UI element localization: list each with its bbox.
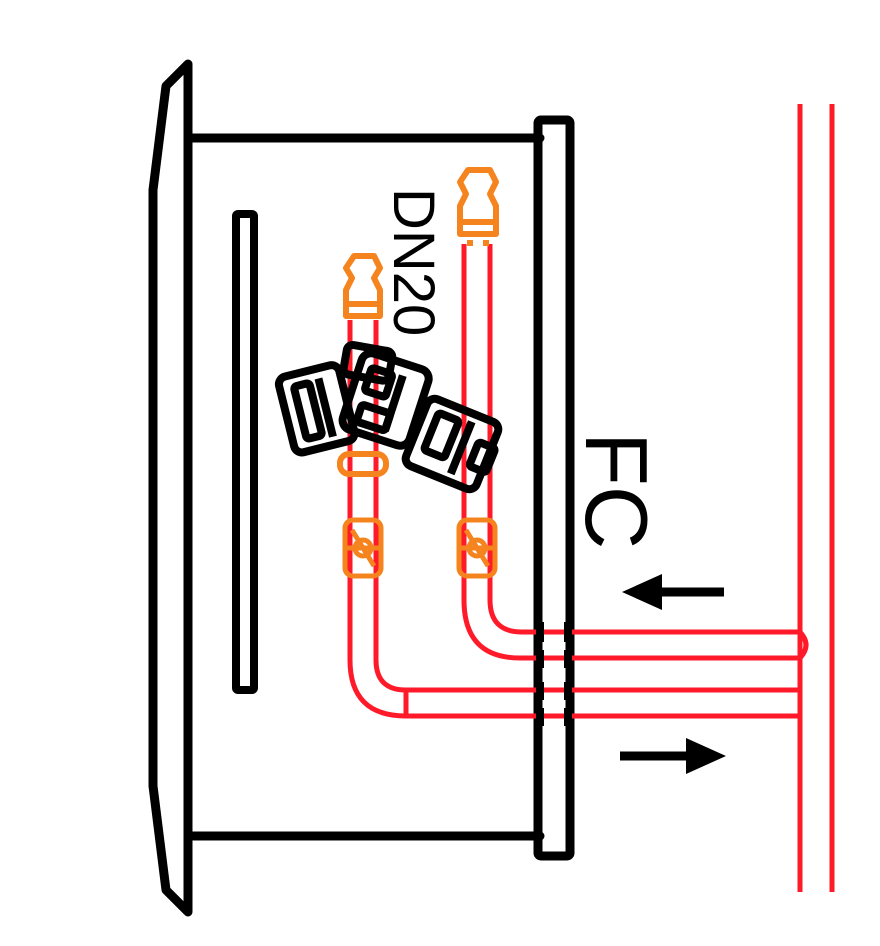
control-valve-assembly — [274, 340, 503, 494]
ball-valves — [342, 517, 498, 579]
fitting-supply-top — [343, 253, 383, 319]
arrow-left-icon — [622, 574, 724, 610]
return-branch-pipe — [461, 244, 809, 661]
drain-slot — [232, 210, 258, 694]
plate-penetrations — [536, 622, 572, 726]
flow-arrows — [620, 574, 726, 774]
union-fitting — [337, 451, 389, 477]
housing-left-panel — [148, 59, 193, 917]
fitting-return-top — [457, 167, 499, 246]
pipe-end-fittings — [337, 167, 499, 477]
ball-valve-supply — [342, 517, 384, 579]
pipe-size-label: DN20 — [381, 188, 446, 336]
riser-pipes — [797, 104, 835, 892]
ball-valve-return — [456, 517, 498, 579]
unit-label: FC — [567, 432, 666, 549]
unit-housing — [148, 59, 575, 917]
mounting-plate — [533, 115, 575, 861]
control-valve-right — [401, 394, 503, 494]
arrow-right-icon — [620, 738, 726, 774]
valve-link — [339, 340, 397, 385]
supply-branch-pipe — [347, 320, 803, 719]
